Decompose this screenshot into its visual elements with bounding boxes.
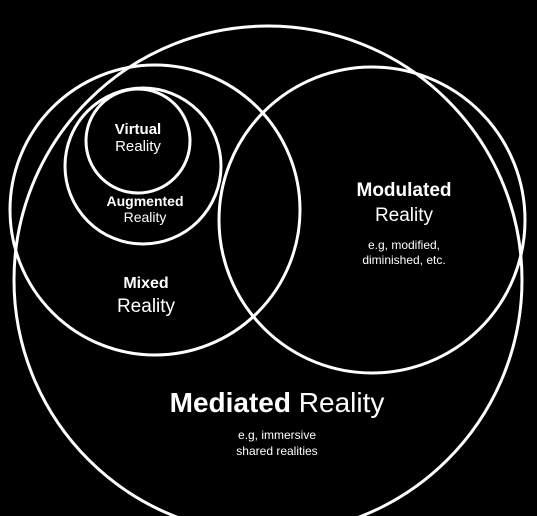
mediated-reality-circle xyxy=(12,24,524,516)
mediated-subtitle: Reality xyxy=(298,387,385,418)
mediated-title: Mediated xyxy=(169,387,291,418)
mediated-note-line2: shared realities xyxy=(236,443,318,458)
mediated-reality-label: Mediated Reality e.g, immersive shared r… xyxy=(170,387,385,459)
modulated-note-line2: diminished, etc. xyxy=(362,253,446,268)
mediated-note-line1: e.g, immersive xyxy=(237,428,317,443)
modulated-reality-label: Modulated Reality e.g, modified, diminis… xyxy=(357,180,452,268)
mixed-reality-circle xyxy=(8,63,302,357)
modulated-reality-circle xyxy=(217,65,527,375)
virtual-title: Virtual xyxy=(114,121,162,138)
augmented-title: Augmented xyxy=(106,193,184,209)
virtual-reality-circle xyxy=(84,87,192,195)
modulated-subtitle: Reality xyxy=(374,204,434,226)
mixed-subtitle: Reality xyxy=(116,296,176,318)
modulated-note-line1: e.g, modified, xyxy=(367,237,441,252)
modulated-title: Modulated xyxy=(356,180,452,201)
mixed-reality-label: Mixed Reality xyxy=(117,275,175,318)
augmented-reality-label: Augmented Reality xyxy=(107,193,184,225)
mixed-title: Mixed xyxy=(123,275,169,292)
virtual-subtitle: Reality xyxy=(115,138,161,156)
virtual-reality-label: Virtual Reality xyxy=(115,121,161,156)
mediated-heading: Mediated Reality xyxy=(170,387,385,419)
augmented-subtitle: Reality xyxy=(123,209,167,226)
